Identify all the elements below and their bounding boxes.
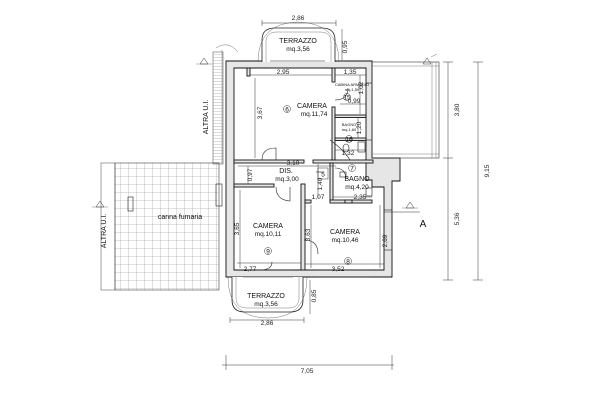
- room-5-number: 5: [321, 172, 325, 179]
- section-mark-label: A: [420, 219, 427, 230]
- room-6-number: 6: [285, 107, 289, 114]
- room-7-number: 7: [350, 166, 354, 173]
- camera6-area: mq.11,74: [301, 111, 328, 118]
- dim-camera6-height: 3,67: [257, 106, 264, 119]
- camera9-name: CAMERA: [253, 223, 283, 230]
- camera8-area: mq.10,46: [331, 237, 358, 244]
- camera6-name: CAMERA: [297, 103, 327, 110]
- dim-camera9-height: 3,65: [234, 222, 241, 235]
- chimney-2: [215, 183, 223, 207]
- dim-dis-low: 1,07: [312, 194, 325, 201]
- dim-camera6-width: 2,95: [277, 69, 290, 76]
- room-9-marker: [264, 247, 272, 255]
- section-marker-top: [422, 57, 432, 65]
- canna-fumaria-label: canna fumaria: [158, 214, 202, 221]
- bottom-terrace-outline: [231, 277, 304, 313]
- room-15-marker: [343, 93, 351, 101]
- room-9-number: 9: [266, 249, 270, 256]
- dis-area: mq.3,00: [275, 176, 299, 183]
- cabina-area: mq.1,59: [345, 87, 360, 92]
- room-15-number: 15: [343, 95, 351, 102]
- terrazzo-bottom-area: mq.3,56: [254, 301, 278, 308]
- chimney: [127, 196, 134, 212]
- dim-dis-height: 0,97: [247, 168, 254, 181]
- room-6-marker: [283, 105, 291, 113]
- interior-walls: [233, 67, 374, 271]
- altra-ui-label-1: ALTRA U.I.: [203, 100, 210, 135]
- dim-dis-width: 3,10: [287, 160, 300, 167]
- dimension-lines: [222, 20, 483, 370]
- dim-bagno7-width: 2,35: [354, 194, 367, 201]
- camera9-area: mq.10,11: [255, 231, 282, 238]
- windows: [243, 60, 392, 278]
- dim-camera8-height-1: 3,63: [305, 228, 312, 241]
- dim-cabina-small: 0,99: [348, 98, 361, 105]
- dim-camera8-width: 3,52: [332, 266, 345, 273]
- neighbour-stairs: [212, 51, 224, 165]
- dim-bottom-terrazzo-height: 0,85: [311, 289, 318, 302]
- terrazzo-top-name: TERRAZZO: [279, 38, 317, 45]
- room-16-number: 16: [345, 137, 353, 144]
- section-marker-right: [405, 201, 415, 209]
- dim-top-terrazzo-width: 2,86: [292, 15, 305, 22]
- dim-bagno16-width: 1,32: [342, 150, 355, 157]
- neighbour-roof-grid: [114, 162, 220, 291]
- terrazzo-bottom-name: TERRAZZO: [247, 293, 285, 300]
- dim-camera9-width: 2,77: [244, 266, 257, 273]
- dim-right-lower: 5,36: [454, 212, 461, 225]
- cabina-name: CABINA ARMADIO: [335, 82, 369, 87]
- dim-right-total: 9,15: [484, 164, 491, 177]
- bagno16-area: mq.1,60: [342, 127, 357, 132]
- camera8-name: CAMERA: [330, 229, 360, 236]
- dim-camera8-height-2: 2,69: [382, 234, 389, 247]
- bagno7-area: mq.4,20: [345, 184, 369, 191]
- altra-ui-label-2: ALTRA U.I.: [101, 214, 108, 249]
- bagno7-name: BAGNO: [344, 176, 370, 183]
- dim-bottom-terrazzo-width: 2,86: [261, 320, 274, 327]
- dim-dis-vertical: 1,40: [317, 177, 324, 190]
- section-marker-left: [95, 200, 105, 208]
- neighbour-roof-edge: [100, 162, 116, 291]
- dim-cabina-height: 1,02: [358, 81, 365, 94]
- section-marker-top-left: [199, 57, 209, 65]
- right-pergola: [371, 61, 440, 159]
- room-7-marker: [348, 164, 356, 172]
- room-8-number: 8: [346, 259, 350, 266]
- dim-top-terrazzo-height: 0,95: [342, 40, 349, 53]
- room-8-marker: [344, 257, 352, 265]
- dim-cabina-width: 1,35: [344, 69, 357, 76]
- dim-total-width: 7,05: [301, 368, 314, 375]
- dim-bagno16-height: 1,20: [356, 121, 363, 134]
- terrazzo-top-area: mq.3,56: [286, 46, 310, 53]
- top-terrace-outline: [261, 27, 336, 62]
- room-16-marker: [345, 135, 353, 143]
- dim-right-upper: 3,80: [454, 103, 461, 116]
- bagno16-name: BAGNO: [342, 122, 356, 127]
- fixtures: [339, 141, 373, 197]
- dis-name: DIS.: [279, 168, 293, 175]
